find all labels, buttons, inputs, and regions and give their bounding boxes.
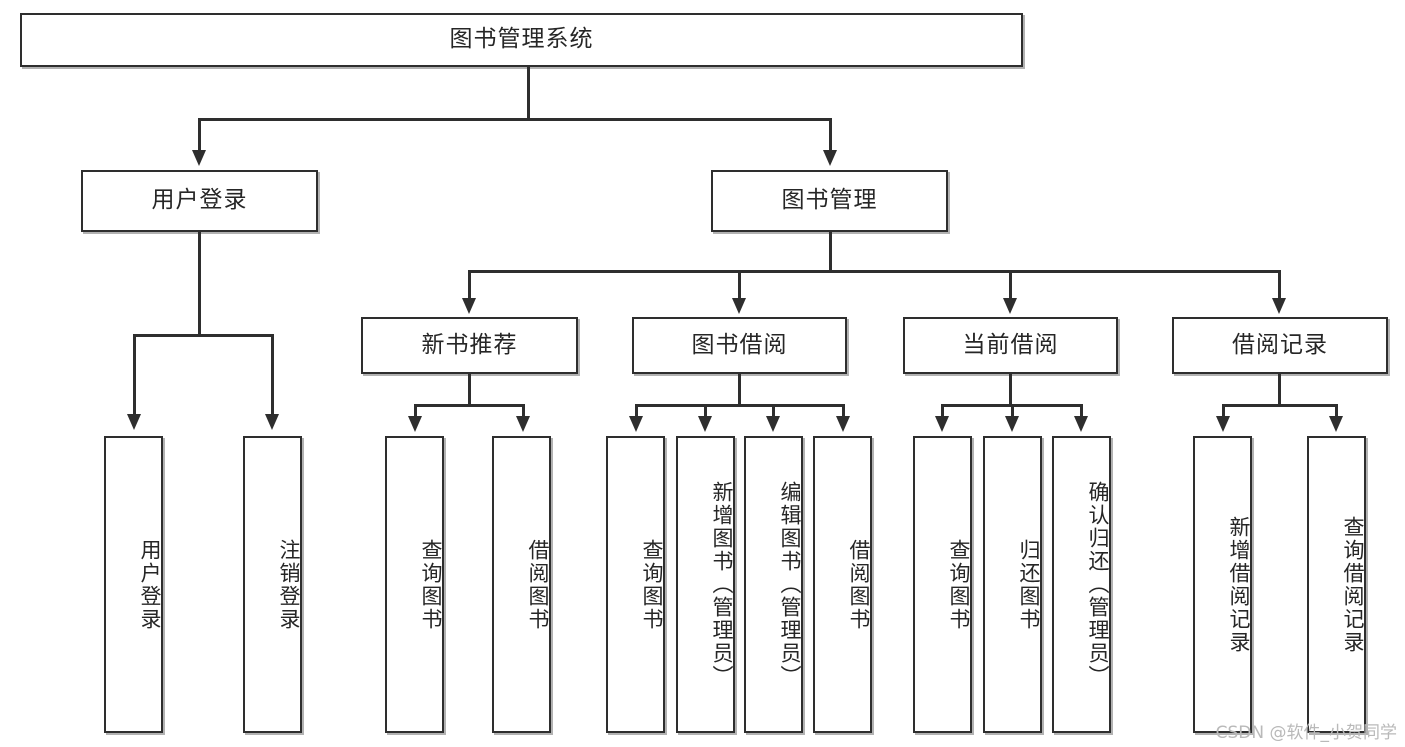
node-label: 确认归还（管理员）	[1086, 481, 1110, 688]
connector-bb-drop-1	[635, 404, 638, 418]
node-label: 查询图书	[640, 538, 664, 631]
node-label: 编辑图书（管理员）	[778, 481, 802, 688]
node-label: 借阅图书	[847, 538, 871, 631]
connector-book-borrow-stem	[738, 374, 741, 406]
node-borrow-record[interactable]: 借阅记录	[1172, 317, 1388, 374]
connector-cb-drop-3	[1080, 404, 1083, 418]
arrow-to-user-login	[192, 150, 206, 166]
connector-nbr-drop-2	[522, 404, 525, 418]
connector-user-login-drop-2	[271, 334, 274, 416]
node-new-book-recommend[interactable]: 新书推荐	[361, 317, 578, 374]
node-label: 新增图书（管理员）	[710, 481, 734, 688]
arrow-nbr-leaf-1	[408, 416, 422, 432]
node-label: 图书借阅	[691, 331, 788, 358]
node-label: 用户登录	[138, 538, 162, 631]
connector-br-drop-1	[1222, 404, 1225, 418]
arrow-to-book-borrow	[732, 298, 746, 314]
node-label: 借阅记录	[1232, 331, 1328, 358]
node-label: 查询图书	[947, 538, 971, 631]
connector-user-login-drop-1	[133, 334, 136, 416]
connector-cb-drop-1	[941, 404, 944, 418]
arrow-bb-leaf-3	[766, 416, 780, 432]
node-label: 注销登录	[277, 538, 301, 631]
node-label: 查询图书	[419, 538, 443, 631]
connector-to-new-book-recommend	[468, 270, 471, 300]
connector-to-user-login	[198, 118, 201, 152]
leaf-book-borrow-edit-book-admin[interactable]: 编辑图书（管理员）	[744, 436, 803, 733]
connector-new-book-recommend-bus	[414, 404, 524, 407]
connector-level2-bus	[198, 118, 830, 121]
connector-book-management-stem	[829, 232, 832, 272]
arrow-bb-leaf-2	[698, 416, 712, 432]
arrow-user-login-leaf-2	[265, 414, 279, 430]
node-label: 新书推荐	[421, 331, 518, 358]
connector-current-borrow-stem	[1009, 374, 1012, 406]
leaf-book-borrow-add-book-admin[interactable]: 新增图书（管理员）	[676, 436, 735, 733]
leaf-borrow-record-query-record[interactable]: 查询借阅记录	[1307, 436, 1366, 733]
leaf-user-login-login[interactable]: 用户登录	[104, 436, 163, 733]
leaf-book-borrow-query-book[interactable]: 查询图书	[606, 436, 665, 733]
connector-book-borrow-bus	[635, 404, 844, 407]
watermark-text: CSDN @软件_小贺同学	[1215, 723, 1397, 743]
arrow-to-borrow-record	[1272, 298, 1286, 314]
leaf-borrow-record-add-record[interactable]: 新增借阅记录	[1193, 436, 1252, 733]
arrow-user-login-leaf-1	[127, 414, 141, 430]
node-root-book-management-system[interactable]: 图书管理系统	[20, 13, 1023, 67]
connector-borrow-record-stem	[1278, 374, 1281, 406]
node-label: 当前借阅	[962, 331, 1059, 358]
node-label: 新增借阅记录	[1227, 515, 1251, 654]
node-label: 借阅图书	[526, 538, 550, 631]
arrow-cb-leaf-2	[1005, 416, 1019, 432]
connector-cb-drop-2	[1011, 404, 1014, 418]
leaf-current-borrow-confirm-return-admin[interactable]: 确认归还（管理员）	[1052, 436, 1111, 733]
connector-borrow-record-bus	[1222, 404, 1337, 407]
connector-bb-drop-4	[842, 404, 845, 418]
connector-bb-drop-3	[772, 404, 775, 418]
connector-user-login-bus	[133, 334, 273, 337]
leaf-user-login-logout[interactable]: 注销登录	[243, 436, 302, 733]
connector-to-book-borrow	[738, 270, 741, 300]
node-label: 图书管理系统	[449, 26, 594, 53]
node-label: 归还图书	[1017, 538, 1041, 631]
arrow-bb-leaf-1	[629, 416, 643, 432]
leaf-new-book-query-book[interactable]: 查询图书	[385, 436, 444, 733]
node-book-management[interactable]: 图书管理	[711, 170, 948, 232]
arrow-br-leaf-2	[1329, 416, 1343, 432]
arrow-to-new-book-recommend	[462, 298, 476, 314]
arrow-cb-leaf-3	[1074, 416, 1088, 432]
connector-nbr-drop-1	[414, 404, 417, 418]
connector-to-borrow-record	[1278, 270, 1281, 300]
connector-to-current-borrow	[1009, 270, 1012, 300]
leaf-current-borrow-return-book[interactable]: 归还图书	[983, 436, 1042, 733]
leaf-new-book-borrow-book[interactable]: 借阅图书	[492, 436, 551, 733]
node-label: 查询借阅记录	[1341, 515, 1365, 654]
arrow-to-book-management	[823, 150, 837, 166]
arrow-bb-leaf-4	[836, 416, 850, 432]
connector-root-stem	[527, 67, 530, 120]
node-label: 用户登录	[151, 187, 248, 214]
connector-br-drop-2	[1335, 404, 1338, 418]
node-label: 图书管理	[781, 187, 878, 214]
connector-bb-drop-2	[704, 404, 707, 418]
node-user-login[interactable]: 用户登录	[81, 170, 318, 232]
node-current-borrow[interactable]: 当前借阅	[903, 317, 1118, 374]
arrow-to-current-borrow	[1003, 298, 1017, 314]
connector-to-book-management	[829, 118, 832, 152]
arrow-nbr-leaf-2	[516, 416, 530, 432]
connector-new-book-recommend-stem	[468, 374, 471, 406]
connector-level3-bus	[468, 270, 1280, 273]
node-book-borrow[interactable]: 图书借阅	[632, 317, 847, 374]
arrow-br-leaf-1	[1216, 416, 1230, 432]
arrow-cb-leaf-1	[935, 416, 949, 432]
connector-user-login-stem	[198, 232, 201, 336]
leaf-book-borrow-borrow-book[interactable]: 借阅图书	[813, 436, 872, 733]
leaf-current-borrow-query-book[interactable]: 查询图书	[913, 436, 972, 733]
